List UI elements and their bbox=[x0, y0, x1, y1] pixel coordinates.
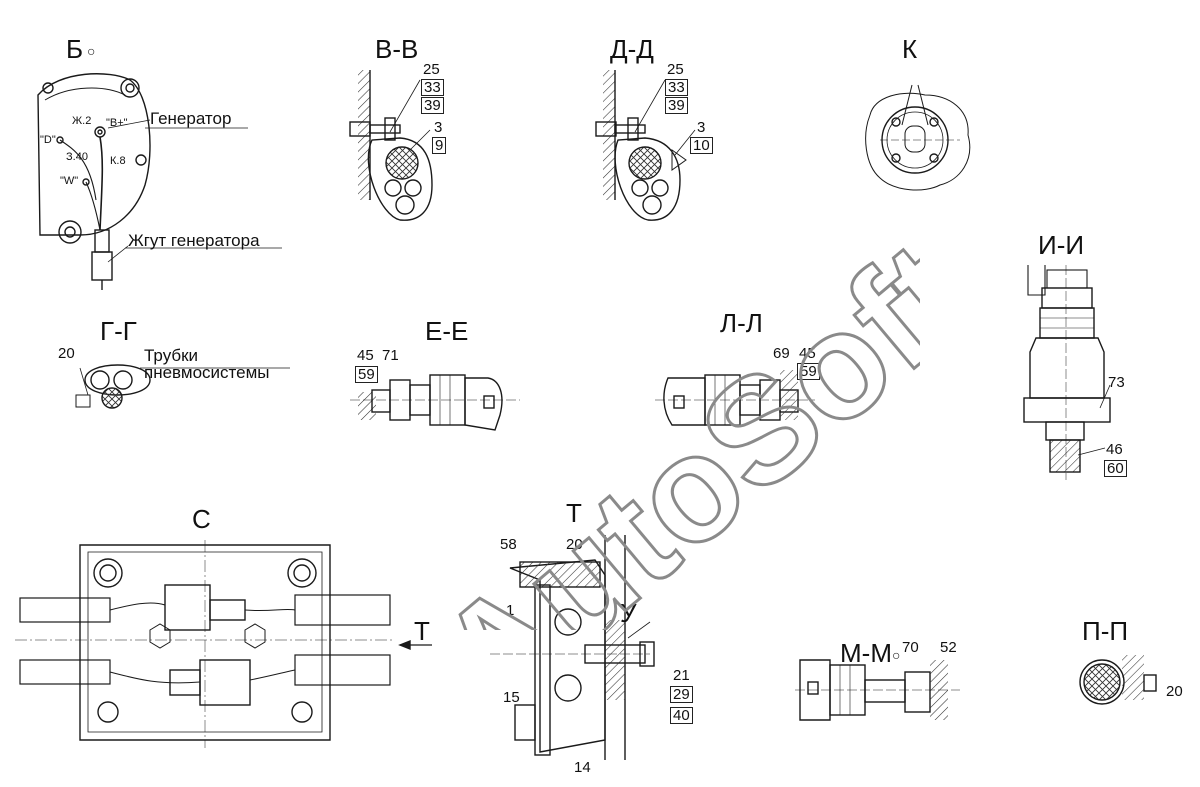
terminal-w: "W" bbox=[60, 175, 79, 187]
tubes-caption-line2: пневмосистемы bbox=[144, 363, 270, 382]
callout-vv-3: 3 bbox=[434, 119, 443, 136]
callout-ee-71: 71 bbox=[382, 347, 399, 364]
section-dd-title: Д-Д bbox=[610, 34, 654, 64]
section-mm-drawing bbox=[795, 659, 960, 721]
callout-t-58: 58 bbox=[500, 536, 517, 553]
wire-z340: З.40 bbox=[66, 151, 88, 163]
callout-t-1: 1 bbox=[506, 602, 515, 619]
callout-t-21: 21 bbox=[673, 667, 690, 684]
callout-mm-70: 70 bbox=[902, 639, 919, 656]
section-ee-drawing bbox=[350, 374, 520, 431]
callout-ii-46: 46 bbox=[1106, 441, 1123, 458]
callout-t-40: 40 bbox=[670, 707, 693, 724]
callout-dd-10: 10 bbox=[690, 137, 713, 154]
callout-t-20: 20 bbox=[566, 536, 583, 553]
view-s-title: С bbox=[192, 504, 211, 534]
callout-vv-25: 25 bbox=[423, 61, 440, 78]
callout-vv-9: 9 bbox=[432, 137, 447, 154]
section-ii-title: И-И bbox=[1038, 230, 1085, 260]
callout-pp-20: 20 bbox=[1166, 683, 1183, 700]
callout-t-14: 14 bbox=[574, 759, 591, 776]
generator-view bbox=[37, 73, 151, 290]
view-k-title: К bbox=[902, 34, 918, 64]
section-ll-title: Л-Л bbox=[720, 308, 763, 338]
section-b-title: Б ○ bbox=[66, 34, 96, 64]
generator-caption: Генератор bbox=[150, 109, 232, 128]
callout-ee-59: 59 bbox=[355, 366, 378, 383]
terminal-d: "D" bbox=[40, 134, 56, 146]
generator-harness-caption: Жгут генератора bbox=[128, 231, 260, 250]
callout-ll-59: 59 bbox=[797, 363, 820, 380]
view-t-title: Т bbox=[566, 498, 582, 528]
callout-ll-45: 45 bbox=[799, 345, 816, 362]
section-ll-drawing bbox=[655, 370, 815, 426]
section-mm-title: М-М○ bbox=[840, 638, 901, 668]
wire-zh2: Ж.2 bbox=[72, 115, 92, 127]
wire-k8: К.8 bbox=[110, 155, 126, 167]
callout-dd-33: 33 bbox=[665, 79, 688, 96]
callout-ii-73: 73 bbox=[1108, 374, 1125, 391]
callout-dd-39: 39 bbox=[665, 97, 688, 114]
callout-dd-3: 3 bbox=[697, 119, 706, 136]
view-u-label: У bbox=[620, 598, 637, 628]
view-s-drawing bbox=[15, 540, 432, 748]
callout-mm-52: 52 bbox=[940, 639, 957, 656]
callout-vv-33: 33 bbox=[421, 79, 444, 96]
callout-ll-69: 69 bbox=[773, 345, 790, 362]
callout-vv-39: 39 bbox=[421, 97, 444, 114]
callout-ii-60: 60 bbox=[1104, 460, 1127, 477]
callout-t-15: 15 bbox=[503, 689, 520, 706]
callout-gg-20: 20 bbox=[58, 345, 75, 362]
section-pp-drawing bbox=[1079, 655, 1157, 705]
section-vv-title: В-В bbox=[375, 34, 419, 64]
section-dd-drawing bbox=[595, 70, 696, 221]
tubes-caption-line1: Трубки bbox=[144, 346, 199, 365]
section-vv-drawing bbox=[349, 70, 433, 221]
section-ee-title: Е-Е bbox=[425, 316, 469, 346]
callout-ee-45: 45 bbox=[357, 347, 374, 364]
view-k-drawing bbox=[865, 84, 971, 191]
callout-dd-25: 25 bbox=[667, 61, 684, 78]
terminal-b-plus: "В+" bbox=[106, 117, 128, 129]
section-pp-title: П-П bbox=[1082, 616, 1129, 646]
callout-t-29: 29 bbox=[670, 686, 693, 703]
view-t-arrow-label: Т bbox=[414, 616, 430, 646]
section-ii-drawing bbox=[1023, 265, 1111, 480]
section-gg-title: Г-Г bbox=[100, 316, 137, 346]
section-gg-drawing bbox=[75, 364, 290, 409]
view-t-drawing bbox=[490, 535, 655, 760]
